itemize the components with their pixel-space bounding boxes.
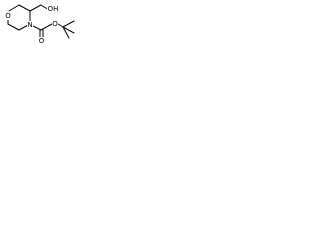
bond-carbonyl-c-ester-o (40, 23, 53, 31)
bond-o1-c2 (8, 4, 20, 12)
ring-oxygen-label: O (5, 12, 11, 20)
ester-oxygen-label: O (52, 20, 58, 28)
bond-quaternary-c-methyl-mid (62, 26, 70, 39)
bond-n4-carbonyl-c (32, 25, 42, 31)
bond-quaternary-c-methyl-down (62, 26, 75, 34)
hydroxymethyl-group (29, 4, 50, 12)
bond-quaternary-c-methyl-up (62, 20, 75, 28)
bond-c5-c6 (7, 23, 20, 31)
carbonyl-oxygen-label: O (39, 37, 45, 45)
chemical-structure: O OH N O O (5, 4, 75, 45)
bond-c2-c3 (18, 4, 31, 12)
bond-ester-o-quaternary-c (57, 23, 64, 28)
boc-group (32, 20, 75, 39)
hydroxyl-label: OH (48, 5, 59, 13)
bond-c3-ch2 (29, 4, 42, 12)
atom-labels: O OH N O O (5, 5, 59, 45)
ring-nitrogen-label: N (27, 21, 32, 29)
